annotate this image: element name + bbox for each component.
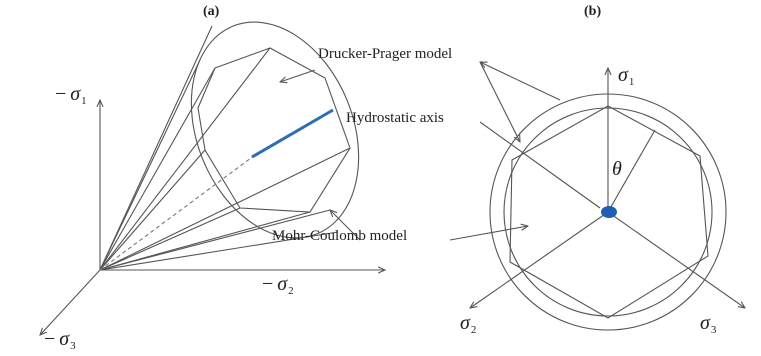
axis-label-a-sigma2: −σ2 bbox=[262, 273, 294, 297]
drucker-prager-circle-inner bbox=[503, 107, 713, 317]
mohr-coulomb-label: Mohr-Coulomb model bbox=[272, 228, 408, 244]
hydrostatic-point bbox=[601, 206, 617, 218]
drucker-prager-label: Drucker-Prager model bbox=[318, 46, 453, 62]
hydrostatic-axis-dashed bbox=[99, 154, 256, 271]
theta-ray bbox=[607, 129, 656, 213]
panel-label-a: (a) bbox=[203, 4, 220, 19]
callout-arrow-dp-b1 bbox=[480, 62, 561, 101]
callout-arrow-dp-a bbox=[280, 69, 316, 82]
mohr-coulomb-pyramid bbox=[99, 47, 351, 271]
panel-label-b: (b) bbox=[584, 4, 602, 19]
mohr-coulomb-hexagon bbox=[509, 105, 709, 319]
callout-arrow-mc-b bbox=[449, 226, 528, 241]
axis-label-b-sigma2: σ2 bbox=[460, 312, 477, 336]
drucker-prager-circle-outer bbox=[489, 93, 727, 331]
panel-b-graphic bbox=[449, 61, 745, 331]
axis-label-b-sigma3: σ3 bbox=[700, 312, 717, 336]
theta-label: θ bbox=[612, 158, 622, 180]
callout-arrow-dp-b2 bbox=[479, 61, 520, 142]
panel-a-graphic bbox=[40, 21, 389, 335]
axis-label-a-sigma1: −σ1 bbox=[55, 83, 87, 107]
axis-label-a-sigma3: −σ3 bbox=[44, 328, 76, 352]
callout-arrow-hydro-b bbox=[479, 121, 601, 209]
axis-label-b-sigma1: σ1 bbox=[618, 64, 635, 88]
axis-b-sigma2 bbox=[470, 211, 609, 308]
drucker-prager-cone bbox=[99, 21, 360, 271]
hydrostatic-axis-label: Hydrostatic axis bbox=[346, 110, 444, 126]
callout-arrow-mc-a bbox=[330, 210, 361, 241]
axis-a-sigma3 bbox=[40, 269, 101, 335]
hydrostatic-axis bbox=[251, 108, 334, 159]
axis-b-sigma3 bbox=[607, 211, 745, 308]
